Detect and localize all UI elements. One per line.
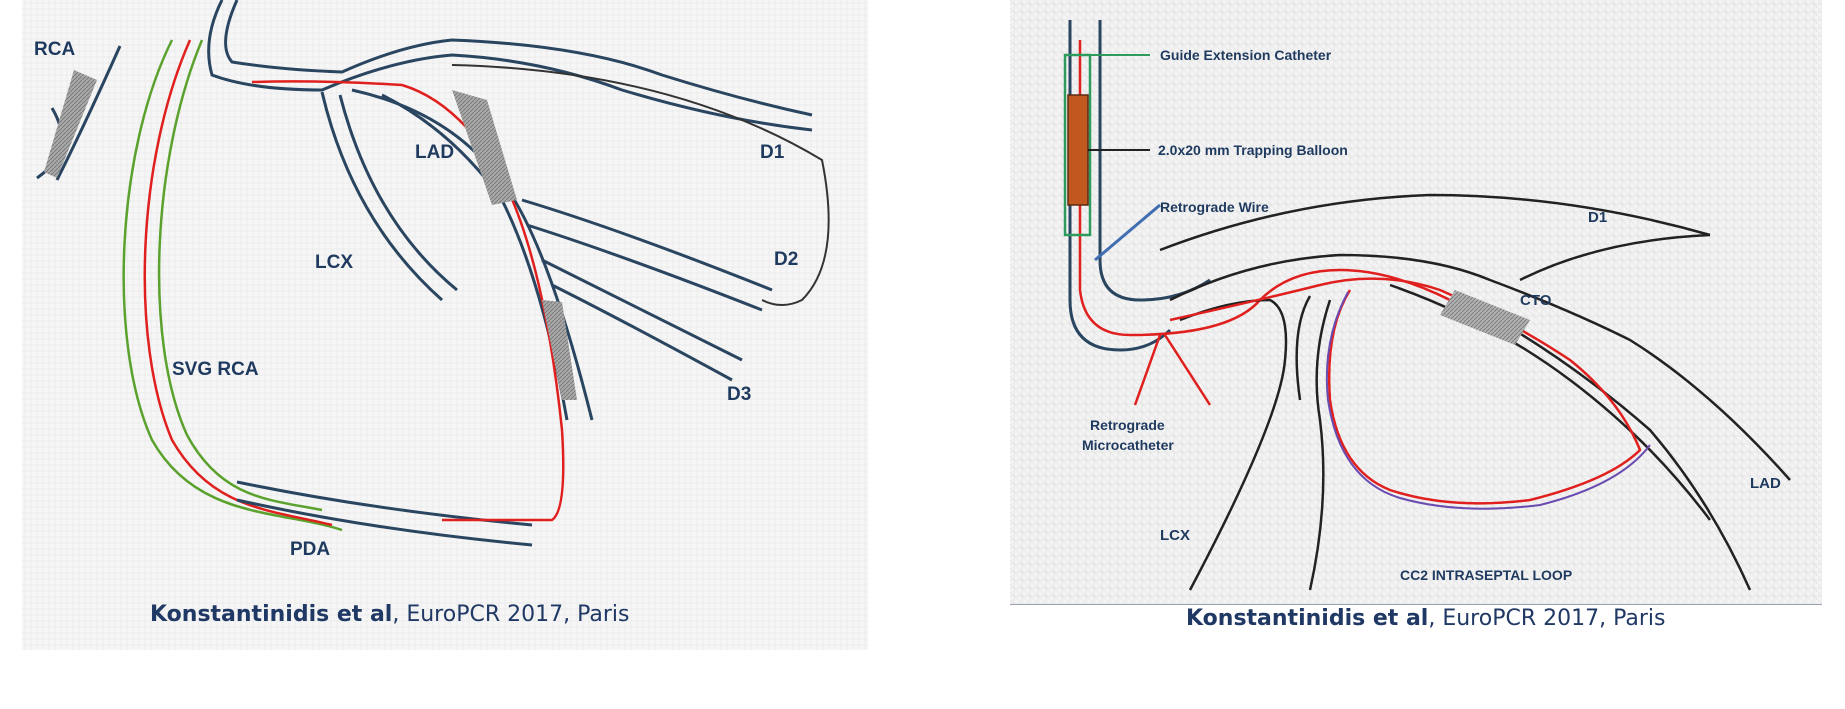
left-caption-rest: , EuroPCR 2017, Paris [392,602,630,627]
left-main-lad-vessels [207,0,813,421]
trapping-balloon [1067,94,1089,206]
cto-lesion [1440,290,1530,345]
label-microcatheter: Microcatheter [1082,437,1174,453]
guide-extension-catheter-outline [1063,53,1092,237]
lad-lesion [452,90,517,205]
label-d1: D1 [760,142,785,163]
label-d2: D2 [774,249,798,270]
left-coronary-diagram: RCA LAD D1 LCX D2 SVG RCA D3 PDA [22,0,868,650]
label-trapping-balloon: 2.0x20 mm Trapping Balloon [1158,142,1348,158]
label-d1: D1 [1588,209,1607,226]
label-lcx: LCX [1160,527,1190,544]
label-retrograde-wire: Retrograde Wire [1160,199,1269,215]
retrograde-microcatheter-path [1169,277,1642,505]
right-caption: Konstantinidis et al, EuroPCR 2017, Pari… [1186,606,1665,631]
label-pda: PDA [290,539,330,560]
left-caption-authors: Konstantinidis et al [150,602,393,627]
right-coronary-diagram: Guide Extension Catheter 2.0x20 mm Trapp… [1010,0,1822,604]
right-caption-authors: Konstantinidis et al [1186,606,1429,631]
label-retrograde: Retrograde [1090,417,1165,433]
label-rca: RCA [34,39,75,60]
lad-distal-lesion [542,300,577,400]
label-cc2-intraseptal-loop: CC2 INTRASEPTAL LOOP [1400,567,1572,583]
rca-lesion [44,70,97,178]
left-diagram-panel: RCA LAD D1 LCX D2 SVG RCA D3 PDA [22,0,868,650]
microcatheter-leader-left [1133,334,1162,406]
left-caption: Konstantinidis et al, EuroPCR 2017, Pari… [150,602,629,627]
svg-rca-graft [122,39,343,532]
d1-loop-outline [451,64,830,306]
label-svg-rca: SVG RCA [172,359,259,380]
label-cto: CTO [1520,292,1552,309]
cc2-intraseptal-loop [1325,291,1651,510]
label-lad: LAD [1750,475,1781,492]
right-panel-divider [1010,604,1822,605]
label-d3: D3 [727,384,751,405]
right-caption-rest: , EuroPCR 2017, Paris [1428,606,1666,631]
retrograde-wire-leader [1094,203,1161,262]
label-guide-extension: Guide Extension Catheter [1160,47,1332,63]
retrograde-wire-path [251,80,565,522]
right-diagram-panel: Guide Extension Catheter 2.0x20 mm Trapp… [1010,0,1822,610]
paper-background [1010,0,1822,604]
microcatheter-leader-right [1163,334,1212,406]
label-lcx: LCX [315,252,353,273]
label-lad: LAD [415,142,454,163]
